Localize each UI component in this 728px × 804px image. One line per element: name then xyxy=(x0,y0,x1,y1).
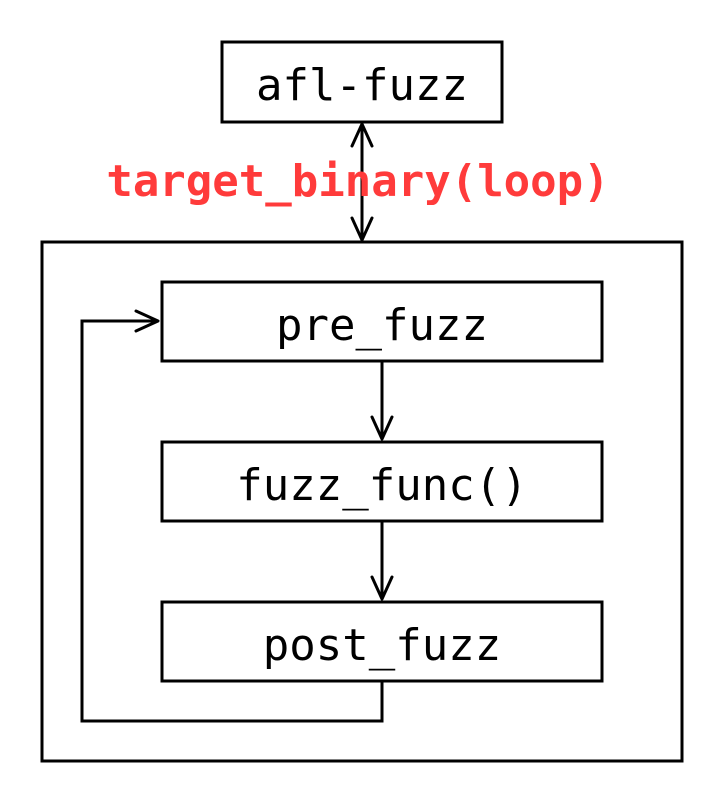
arrowhead-up-icon xyxy=(350,122,374,148)
post-fuzz-label: post_fuzz xyxy=(263,620,501,671)
arrowhead-down-icon xyxy=(350,216,374,242)
post-fuzz-node: post_fuzz xyxy=(160,600,604,683)
pre-fuzz-label: pre_fuzz xyxy=(276,300,488,351)
arrowhead-down-icon xyxy=(370,575,394,601)
arrowhead-right-icon xyxy=(134,309,160,333)
loop-back-arrow xyxy=(80,309,384,723)
fuzz-func-label: fuzz_func() xyxy=(236,460,527,511)
fuzz-func-node: fuzz_func() xyxy=(160,440,604,523)
afl-fuzz-node: afl-fuzz xyxy=(220,40,504,124)
afl-fuzz-label: afl-fuzz xyxy=(256,60,468,111)
arrow-pre-to-func xyxy=(370,361,394,441)
arrow-func-to-post xyxy=(370,521,394,601)
target-binary-container xyxy=(40,240,684,763)
arrowhead-down-icon xyxy=(370,415,394,441)
target-binary-loop-label: target_binary(loop) xyxy=(106,156,609,207)
pre-fuzz-node: pre_fuzz xyxy=(160,280,604,363)
bidirectional-arrow xyxy=(350,122,374,242)
